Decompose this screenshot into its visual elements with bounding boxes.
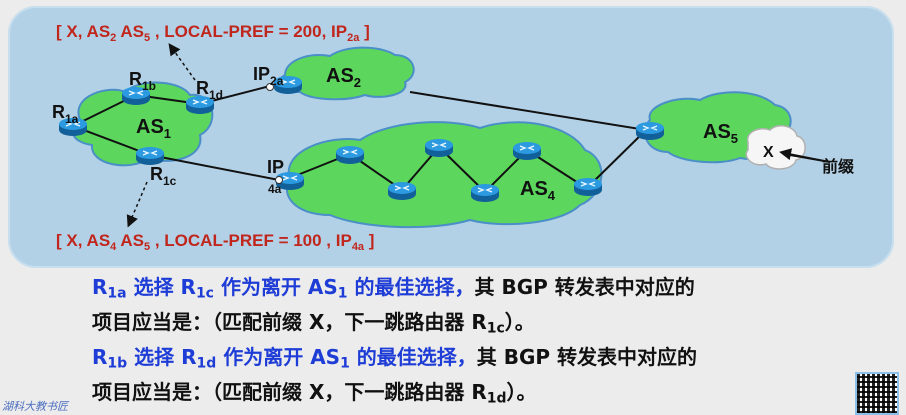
explanation-line-2: 项目应当是：（匹配前缀 X，下一跳路由器 R1c）。 bbox=[92, 310, 535, 337]
router-as4 bbox=[387, 181, 417, 201]
router-as4 bbox=[512, 141, 542, 161]
label-as5: AS5 bbox=[703, 121, 738, 146]
explanation-line-3: R1b 选择 R1d 作为离开 AS1 的最佳选择，其 BGP 转发表中对应的 bbox=[92, 345, 698, 372]
qr-code-icon bbox=[855, 372, 899, 415]
explanation-line-4: 项目应当是：（匹配前缀 X，下一跳路由器 R1d）。 bbox=[92, 380, 537, 407]
label-r1d: R1d bbox=[196, 78, 223, 102]
router-as4 bbox=[470, 183, 500, 203]
label-as1: AS1 bbox=[136, 116, 171, 141]
explanation-text: R1a 选择 R1c 作为离开 AS1 的最佳选择，其 BGP 转发表中对应的 … bbox=[92, 270, 852, 410]
explanation-line-1: R1a 选择 R1c 作为离开 AS1 的最佳选择，其 BGP 转发表中对应的 bbox=[92, 275, 695, 302]
router-r1c bbox=[135, 146, 165, 166]
router-as4 bbox=[424, 138, 454, 158]
router-as4-egress bbox=[573, 177, 603, 197]
label-ip2a: IP2a bbox=[253, 64, 284, 88]
arrow-to-bottom-annotation bbox=[126, 181, 148, 228]
router-as5 bbox=[635, 121, 665, 141]
annotation-bottom: [ X, AS4 AS5 , LOCAL-PREF = 100 , IP4a ] bbox=[56, 231, 374, 253]
label-ip4a-sub: 4a bbox=[268, 182, 282, 196]
prefix-x: X bbox=[763, 144, 774, 161]
arrow-to-prefix bbox=[779, 148, 831, 163]
prefix-cloud: X bbox=[745, 124, 806, 170]
label-r1a: R1a bbox=[52, 102, 79, 126]
interface-ip4a-dot bbox=[275, 176, 283, 184]
interface-ip2a-dot bbox=[266, 83, 274, 91]
label-as2: AS2 bbox=[326, 65, 361, 90]
watermark: 湖科大教书匠 bbox=[2, 400, 68, 413]
bgp-diagram: X R1a R1b R1c R1d IP2a IP 4a bbox=[52, 22, 855, 253]
router-as4 bbox=[335, 145, 365, 165]
as2-cloud bbox=[279, 46, 415, 101]
label-r1b: R1b bbox=[129, 69, 156, 93]
as4-cloud bbox=[285, 121, 603, 229]
annotation-top: [ X, AS2 AS5 , LOCAL-PREF = 200, IP2a ] bbox=[56, 22, 370, 44]
label-r1c: R1c bbox=[150, 164, 177, 188]
label-prefix: 前缀 bbox=[822, 157, 855, 176]
label-ip4a: IP bbox=[267, 157, 284, 177]
arrow-to-top-annotation bbox=[168, 43, 196, 81]
label-as4: AS4 bbox=[520, 178, 556, 203]
